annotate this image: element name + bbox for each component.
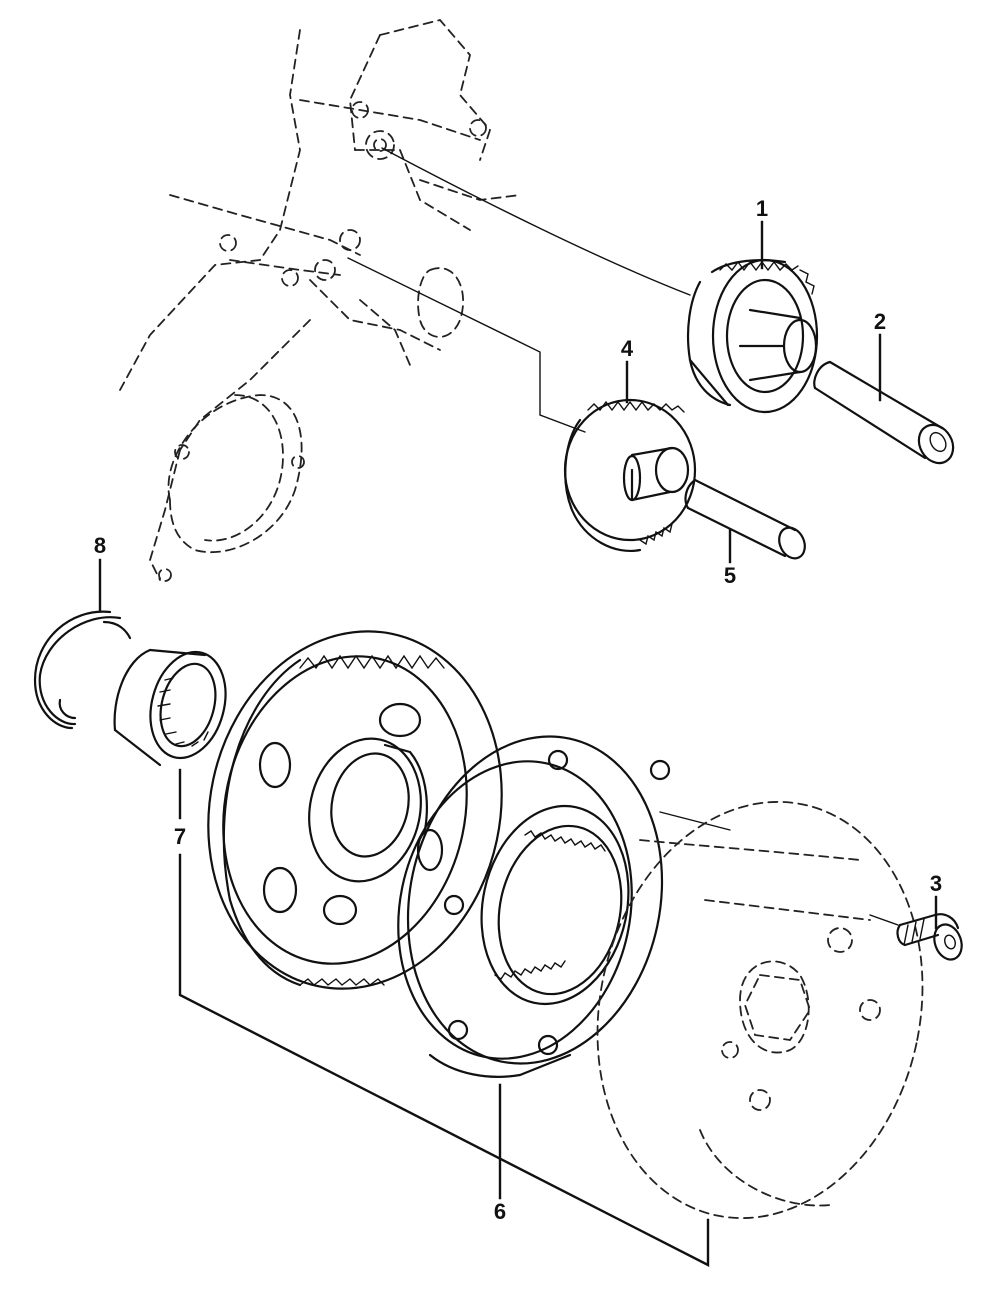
assembly-path-lines [347, 147, 899, 926]
snap-ring [33, 610, 132, 730]
callout-labels: 1 2 4 5 8 7 3 6 [94, 196, 942, 1224]
callout-8: 8 [94, 533, 106, 558]
callout-5: 5 [724, 563, 736, 588]
engine-case-outline [119, 18, 521, 582]
callout-3: 3 [930, 871, 942, 896]
idle-gear-shaft-upper [813, 360, 955, 465]
needle-bearing [113, 648, 227, 767]
one-way-clutch [397, 735, 671, 1078]
starter-driven-gear [207, 630, 503, 990]
generator-rotor-outline [596, 801, 924, 1219]
callout-7: 7 [174, 824, 186, 849]
idle-gear-upper [686, 258, 819, 414]
clutch-bolt [896, 913, 963, 961]
idle-gear-lower [563, 398, 697, 553]
callout-4: 4 [621, 336, 634, 361]
callout-1: 1 [756, 196, 768, 221]
idle-gear-shaft-lower [684, 478, 806, 560]
callout-6: 6 [494, 1199, 506, 1224]
callout-2: 2 [874, 309, 886, 334]
callout-leaders [98, 220, 938, 1267]
